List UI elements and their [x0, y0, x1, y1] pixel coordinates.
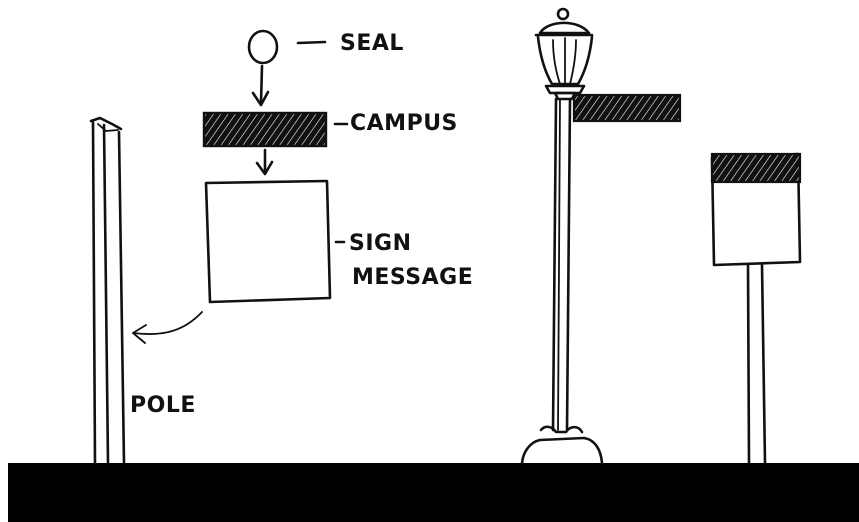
pole	[91, 118, 124, 463]
lamp-post	[522, 9, 602, 463]
sign-message-label-line1: SIGN	[349, 231, 412, 256]
campus-bar	[204, 113, 326, 146]
arrow-sign-to-pole	[133, 312, 202, 343]
campus-label: CAMPUS	[350, 111, 458, 136]
seal-label: SEAL	[340, 31, 404, 56]
pole-label: POLE	[130, 393, 196, 418]
post-sign-campus-bar	[712, 154, 800, 182]
seal-circle	[249, 31, 277, 63]
lamp-campus-banner	[574, 95, 680, 121]
post-sign	[712, 154, 800, 463]
seal-leader	[298, 42, 325, 43]
arrow-campus-to-sign	[257, 150, 272, 174]
sign-message-label-line2: MESSAGE	[352, 265, 473, 290]
arrow-seal-to-campus	[253, 66, 268, 105]
ground-bar	[8, 463, 859, 522]
sign-message-box	[206, 181, 330, 302]
